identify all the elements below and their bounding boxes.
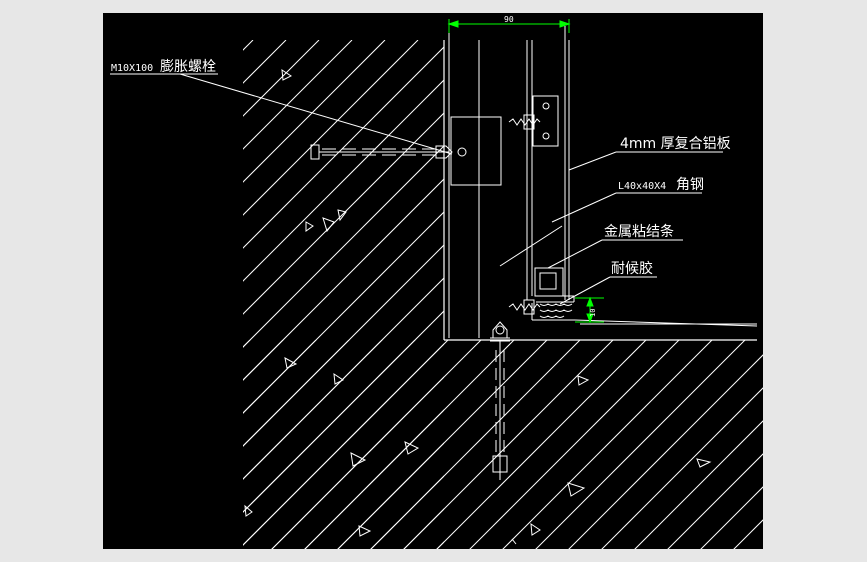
hatch-line [271,340,482,549]
hatch-line [568,354,763,549]
hatch-line [243,40,353,150]
hatch-line [304,409,444,549]
hatch-line [103,40,385,549]
hatch-line [243,40,419,216]
leader-lines [110,73,723,305]
structure-outline [443,40,757,341]
section-detail-drawing: 90 10 M10X100 膨胀螺栓 4mm 厚复合铝板 L40x40X4 角钢… [103,15,763,549]
angle-steel-name-label: 角钢 [676,177,704,193]
concrete-wall-hatch [103,40,763,549]
hatch-line [243,244,444,447]
hatch-line [243,277,444,480]
anchor-bolt-size-label: M10X100 [111,63,153,74]
hatch-line [667,453,763,549]
hatch-line [103,40,319,549]
hatch-line [243,343,444,546]
screw-fasteners [508,114,541,315]
hatch-line [243,112,444,315]
concrete-slab-hatch [103,40,763,549]
panel-label: 4mm 厚复合铝板 [620,135,731,152]
bonding-strip-label: 金属粘结条 [604,223,674,240]
hatch-line [103,40,220,549]
angle-steel-size-label: L40x40X4 [618,181,666,192]
hatch-line [243,40,386,183]
dimension-top-width: 90 [504,15,514,24]
hatch-line [243,340,251,348]
hatch-line [243,340,449,546]
dimension-sealant-height: 10 [589,309,597,317]
anchor-bolt-name-label: 膨胀螺栓 [160,58,216,75]
hatch-line [103,40,286,549]
hatch-line [370,475,444,549]
hatch-line [304,340,515,549]
hatch-line [337,340,548,549]
hatch-line [733,519,763,549]
hatch-line [243,40,320,117]
hatch-line [103,40,517,549]
hatch-line [403,340,614,549]
anchor-bolt-horizontal [310,144,467,160]
hatch-line [243,340,317,414]
hatch-line [756,40,763,549]
hatch-line [370,340,581,549]
hatch-line [469,340,680,549]
hatch-line [243,145,444,348]
dimension-lines [447,19,604,324]
hatch-line [502,340,713,549]
hatch-line [243,40,287,84]
hatch-line [243,79,444,282]
hatch-line [243,340,416,513]
hatch-line [337,442,444,549]
sealant-label: 耐候胶 [611,260,653,277]
hatch-line [243,40,254,51]
hatch-line [700,486,763,549]
hatch-line [103,40,418,549]
anchor-bolt-vertical [490,321,510,480]
hatch-line [271,376,444,549]
hatch-line [103,40,220,549]
aggregate-marks [244,68,712,545]
hatch-line [243,310,444,513]
hatch-line [103,40,451,549]
hatch-line [243,340,383,480]
hatch-line [243,46,444,249]
hatch-line [243,340,284,381]
hatch-line [459,40,763,549]
hatch-line [436,340,647,549]
cladding-assembly [448,26,758,338]
hatch-line [436,541,444,549]
hatch-line [103,40,253,549]
hatch-line [634,420,763,549]
hatch-line [243,340,350,447]
drawing-canvas[interactable]: 90 10 M10X100 膨胀螺栓 4mm 厚复合铝板 L40x40X4 角钢… [103,13,763,549]
hatch-line [535,340,746,549]
hatch-line [243,211,444,414]
hatch-line [601,387,763,549]
hatch-line [243,178,444,381]
